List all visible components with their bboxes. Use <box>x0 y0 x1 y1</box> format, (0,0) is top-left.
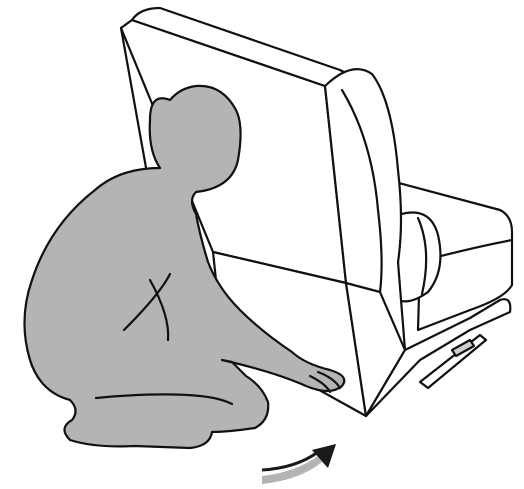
curved-motion-arrow <box>262 444 336 484</box>
